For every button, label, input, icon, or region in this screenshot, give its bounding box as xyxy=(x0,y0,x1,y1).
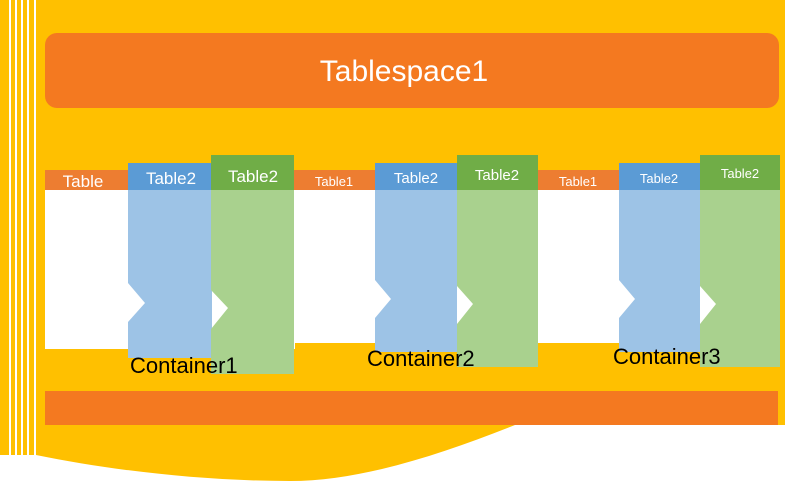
container-label: Container3 xyxy=(613,344,721,369)
leading-table-header xyxy=(538,170,619,190)
table-a-header xyxy=(128,163,212,190)
table-a-header xyxy=(619,163,700,190)
table-a-label: Table2 xyxy=(146,169,196,188)
table-b-header xyxy=(211,155,294,190)
table-b-label: Table2 xyxy=(228,167,278,186)
tablespace-bottom-bar xyxy=(45,391,778,425)
container-label: Container1 xyxy=(130,353,238,378)
leading-table-label: Table1 xyxy=(559,174,597,189)
table-a-body xyxy=(128,190,212,358)
leading-table-header xyxy=(45,170,128,190)
table-a-label: Table2 xyxy=(394,170,438,187)
tablespace-title-bar xyxy=(45,33,779,108)
left-stripes xyxy=(9,0,36,455)
tablespace-title: Tablespace1 xyxy=(320,55,488,88)
container-1: Table Table2 Table2 Container1 xyxy=(45,155,295,378)
container-label: Container2 xyxy=(367,346,475,371)
leading-table-label: Table xyxy=(63,172,104,191)
table-a-body xyxy=(375,190,457,352)
leading-table-header xyxy=(294,170,375,190)
table-a-body xyxy=(619,190,700,352)
table-b-header xyxy=(457,155,538,190)
table-b-label: Table2 xyxy=(721,166,759,181)
container-3: Table1 Table2 Table2 Container3 xyxy=(538,155,780,369)
table-b-body xyxy=(457,190,538,367)
table-b-body xyxy=(211,190,294,374)
table-b-body xyxy=(700,190,780,367)
table-b-header xyxy=(700,155,780,190)
container-2: Table1 Table2 Table2 Container2 xyxy=(294,155,539,371)
table-a-label: Table2 xyxy=(640,171,678,186)
table-b-label: Table2 xyxy=(475,167,519,184)
table-a-header xyxy=(375,163,457,190)
leading-table-label: Table1 xyxy=(315,174,353,189)
